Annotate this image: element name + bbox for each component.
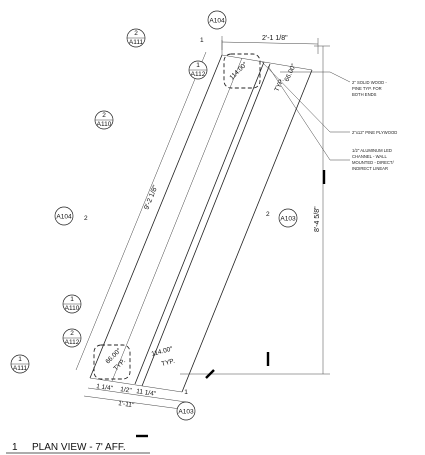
callout-elevation-a104-left[interactable]: A104 2 <box>54 206 88 226</box>
svg-text:1: 1 <box>200 37 204 44</box>
drawing-title-number: 1 <box>12 442 18 453</box>
svg-text:A103: A103 <box>280 216 296 223</box>
svg-text:2: 2 <box>84 215 88 222</box>
dimension-bottom-total: 1'-11" <box>118 400 136 409</box>
callout-section-a111-top[interactable]: 2 A111 <box>126 28 146 48</box>
detail-boundary-top <box>223 53 261 89</box>
callout-section-a111-bottom[interactable]: 1 A111 <box>10 354 30 374</box>
svg-text:2" SOLID WOOD -: 2" SOLID WOOD - <box>352 80 387 85</box>
angle-top-small-label: 66.00° <box>283 62 298 83</box>
dimension-bottom-c: 11 1/4" <box>136 388 157 398</box>
callout-detail-a112-top[interactable]: 1 A112 <box>188 60 208 80</box>
svg-text:2: 2 <box>134 30 138 37</box>
svg-text:BOTH ENDS: BOTH ENDS <box>352 92 377 97</box>
svg-text:2: 2 <box>266 211 270 218</box>
callout-elevation-a103-right[interactable]: A103 2 <box>266 208 298 228</box>
angle-top-label: 114.00° <box>228 60 249 81</box>
angle-bottom-label: 114.00° <box>150 344 174 358</box>
callout-detail-a112-bottom[interactable]: 2 A112 <box>62 328 82 348</box>
section-cut-mark-bottom <box>205 369 215 379</box>
svg-text:2"x12" PINE PLYWOOD: 2"x12" PINE PLYWOOD <box>352 130 397 135</box>
svg-text:PINE TYP. FOR: PINE TYP. FOR <box>352 86 382 91</box>
note-leaders <box>261 61 351 161</box>
drawing-title-block: 1 PLAN VIEW - 7' AFF. <box>6 442 150 454</box>
svg-text:A112: A112 <box>65 339 80 346</box>
note-solid-wood: 2" SOLID WOOD - PINE TYP. FOR BOTH ENDS <box>352 80 387 97</box>
dimension-top-width-label: 2'-1 1/8" <box>262 35 288 42</box>
dimension-diagonal-label: 9'-2 1/8" <box>143 184 159 211</box>
svg-text:A112: A112 <box>191 71 206 78</box>
callout-section-a110-top[interactable]: 2 A110 <box>94 110 114 130</box>
dimension-bottom-a: 1 1/4" <box>96 383 114 392</box>
svg-text:A103: A103 <box>178 409 194 416</box>
svg-text:1: 1 <box>70 296 74 303</box>
dimension-bottom: 1 1/4" 1/2" 11 1/4" 1'-11" <box>83 383 189 411</box>
svg-text:A110: A110 <box>65 305 80 312</box>
svg-text:1: 1 <box>18 356 22 363</box>
dimension-diagonal: 9'-2 1/8" <box>75 51 207 371</box>
svg-text:1/2" ALUMINUM LED: 1/2" ALUMINUM LED <box>352 148 392 153</box>
detail-boundary-bottom <box>93 344 131 380</box>
svg-text:INDIRECT LINEAR: INDIRECT LINEAR <box>352 166 388 171</box>
svg-text:CHANNEL - WALL: CHANNEL - WALL <box>352 154 387 159</box>
svg-text:2: 2 <box>102 112 106 119</box>
callout-section-a110-bottom[interactable]: 1 A110 <box>62 294 82 314</box>
svg-text:A104: A104 <box>209 18 225 25</box>
shelf-outline <box>89 40 313 393</box>
svg-text:A110: A110 <box>97 121 112 128</box>
typ-bottom-b-label: TYP. <box>161 358 176 368</box>
dimension-top-width: 2'-1 1/8" <box>221 35 319 54</box>
drawing-title: PLAN VIEW - 7' AFF. <box>32 442 126 453</box>
svg-text:A111: A111 <box>13 365 28 372</box>
dimension-right-height: 8'-4 5/8" <box>180 45 330 375</box>
svg-text:A104: A104 <box>56 214 72 221</box>
callout-elevation-a103-bottom[interactable]: A103 1 <box>176 389 196 421</box>
note-plywood: 2"x12" PINE PLYWOOD <box>352 130 397 135</box>
note-led-channel: 1/2" ALUMINUM LED CHANNEL - WALL MOUNTED… <box>352 148 394 171</box>
dimension-right-height-label: 8'-4 5/8" <box>314 206 321 232</box>
svg-text:1: 1 <box>184 389 188 396</box>
svg-text:1: 1 <box>196 62 200 69</box>
callout-elevation-a104-top[interactable]: A104 1 <box>200 10 227 44</box>
svg-text:A111: A111 <box>129 39 144 46</box>
svg-text:2: 2 <box>70 330 74 337</box>
dimension-bottom-b: 1/2" <box>120 386 133 395</box>
svg-text:MOUNTED - DIRECT/: MOUNTED - DIRECT/ <box>352 160 394 165</box>
